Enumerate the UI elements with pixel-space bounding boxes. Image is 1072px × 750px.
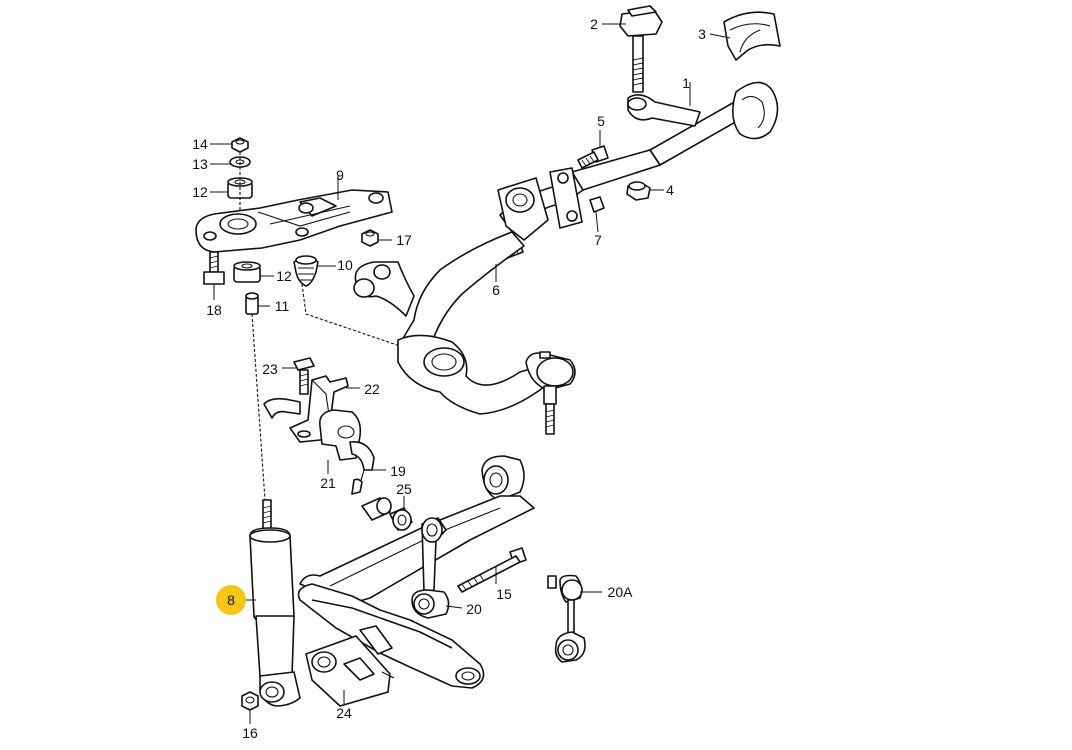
label-13[interactable]: 13 <box>192 156 208 172</box>
label-8[interactable]: 8 <box>227 592 235 608</box>
label-1[interactable]: 1 <box>682 75 690 91</box>
part-18-bolt <box>203 251 225 285</box>
part-4-nut <box>626 181 651 201</box>
label-22[interactable]: 22 <box>364 381 380 397</box>
label-11[interactable]: 11 <box>275 298 290 314</box>
part-2-clamp-bolt <box>619 5 663 93</box>
part-10-bump-stop <box>293 255 319 287</box>
label-20a[interactable]: 20A <box>608 584 634 600</box>
label-9[interactable]: 9 <box>336 167 344 183</box>
label-19[interactable]: 19 <box>390 463 406 479</box>
part-24-bracket <box>305 635 395 707</box>
label-17[interactable]: 17 <box>396 232 412 248</box>
label-15[interactable]: 15 <box>496 586 512 602</box>
label-25[interactable]: 25 <box>396 481 412 497</box>
label-2[interactable]: 2 <box>590 16 598 32</box>
part-9-strut-mount <box>195 189 393 253</box>
lower-control-arm <box>297 455 535 689</box>
part-23-bolt <box>293 357 315 395</box>
label-12-upper[interactable]: 12 <box>192 184 208 200</box>
part-3-bushing-cover <box>723 11 781 61</box>
part-8-highlight-marker[interactable] <box>216 585 246 615</box>
part-12-lower-mount <box>233 261 261 283</box>
label-6[interactable]: 6 <box>492 282 500 298</box>
part-14-nut <box>231 137 249 153</box>
label-10[interactable]: 10 <box>337 257 353 273</box>
label-5[interactable]: 5 <box>597 113 605 129</box>
label-7[interactable]: 7 <box>594 232 602 248</box>
label-20[interactable]: 20 <box>466 601 482 617</box>
label-18[interactable]: 18 <box>206 302 222 318</box>
part-20a-coupling-link <box>547 574 586 663</box>
label-23[interactable]: 23 <box>262 361 278 377</box>
part-16-nut <box>241 691 259 711</box>
part-17-nut <box>361 229 379 247</box>
part-15-long-bolt <box>457 547 527 593</box>
label-12-lower[interactable]: 12 <box>276 268 292 284</box>
label-21[interactable]: 21 <box>320 475 336 491</box>
assembly-lines <box>239 152 401 347</box>
part-7-bracket <box>549 167 605 229</box>
upper-control-arm <box>353 177 576 435</box>
label-24[interactable]: 24 <box>336 705 352 721</box>
label-14[interactable]: 14 <box>192 136 208 152</box>
part-25-bushing-pair <box>361 497 413 531</box>
part-5-bolt <box>577 145 609 169</box>
part-labels: 1 2 3 4 5 6 7 8 9 10 11 12 12 13 14 15 1… <box>192 16 706 741</box>
label-16[interactable]: 16 <box>242 725 258 741</box>
part-8-shock-absorber <box>249 313 301 707</box>
leader-lines <box>210 23 731 724</box>
label-3[interactable]: 3 <box>698 26 706 42</box>
part-11-sleeve <box>245 292 259 315</box>
label-4[interactable]: 4 <box>666 182 674 198</box>
